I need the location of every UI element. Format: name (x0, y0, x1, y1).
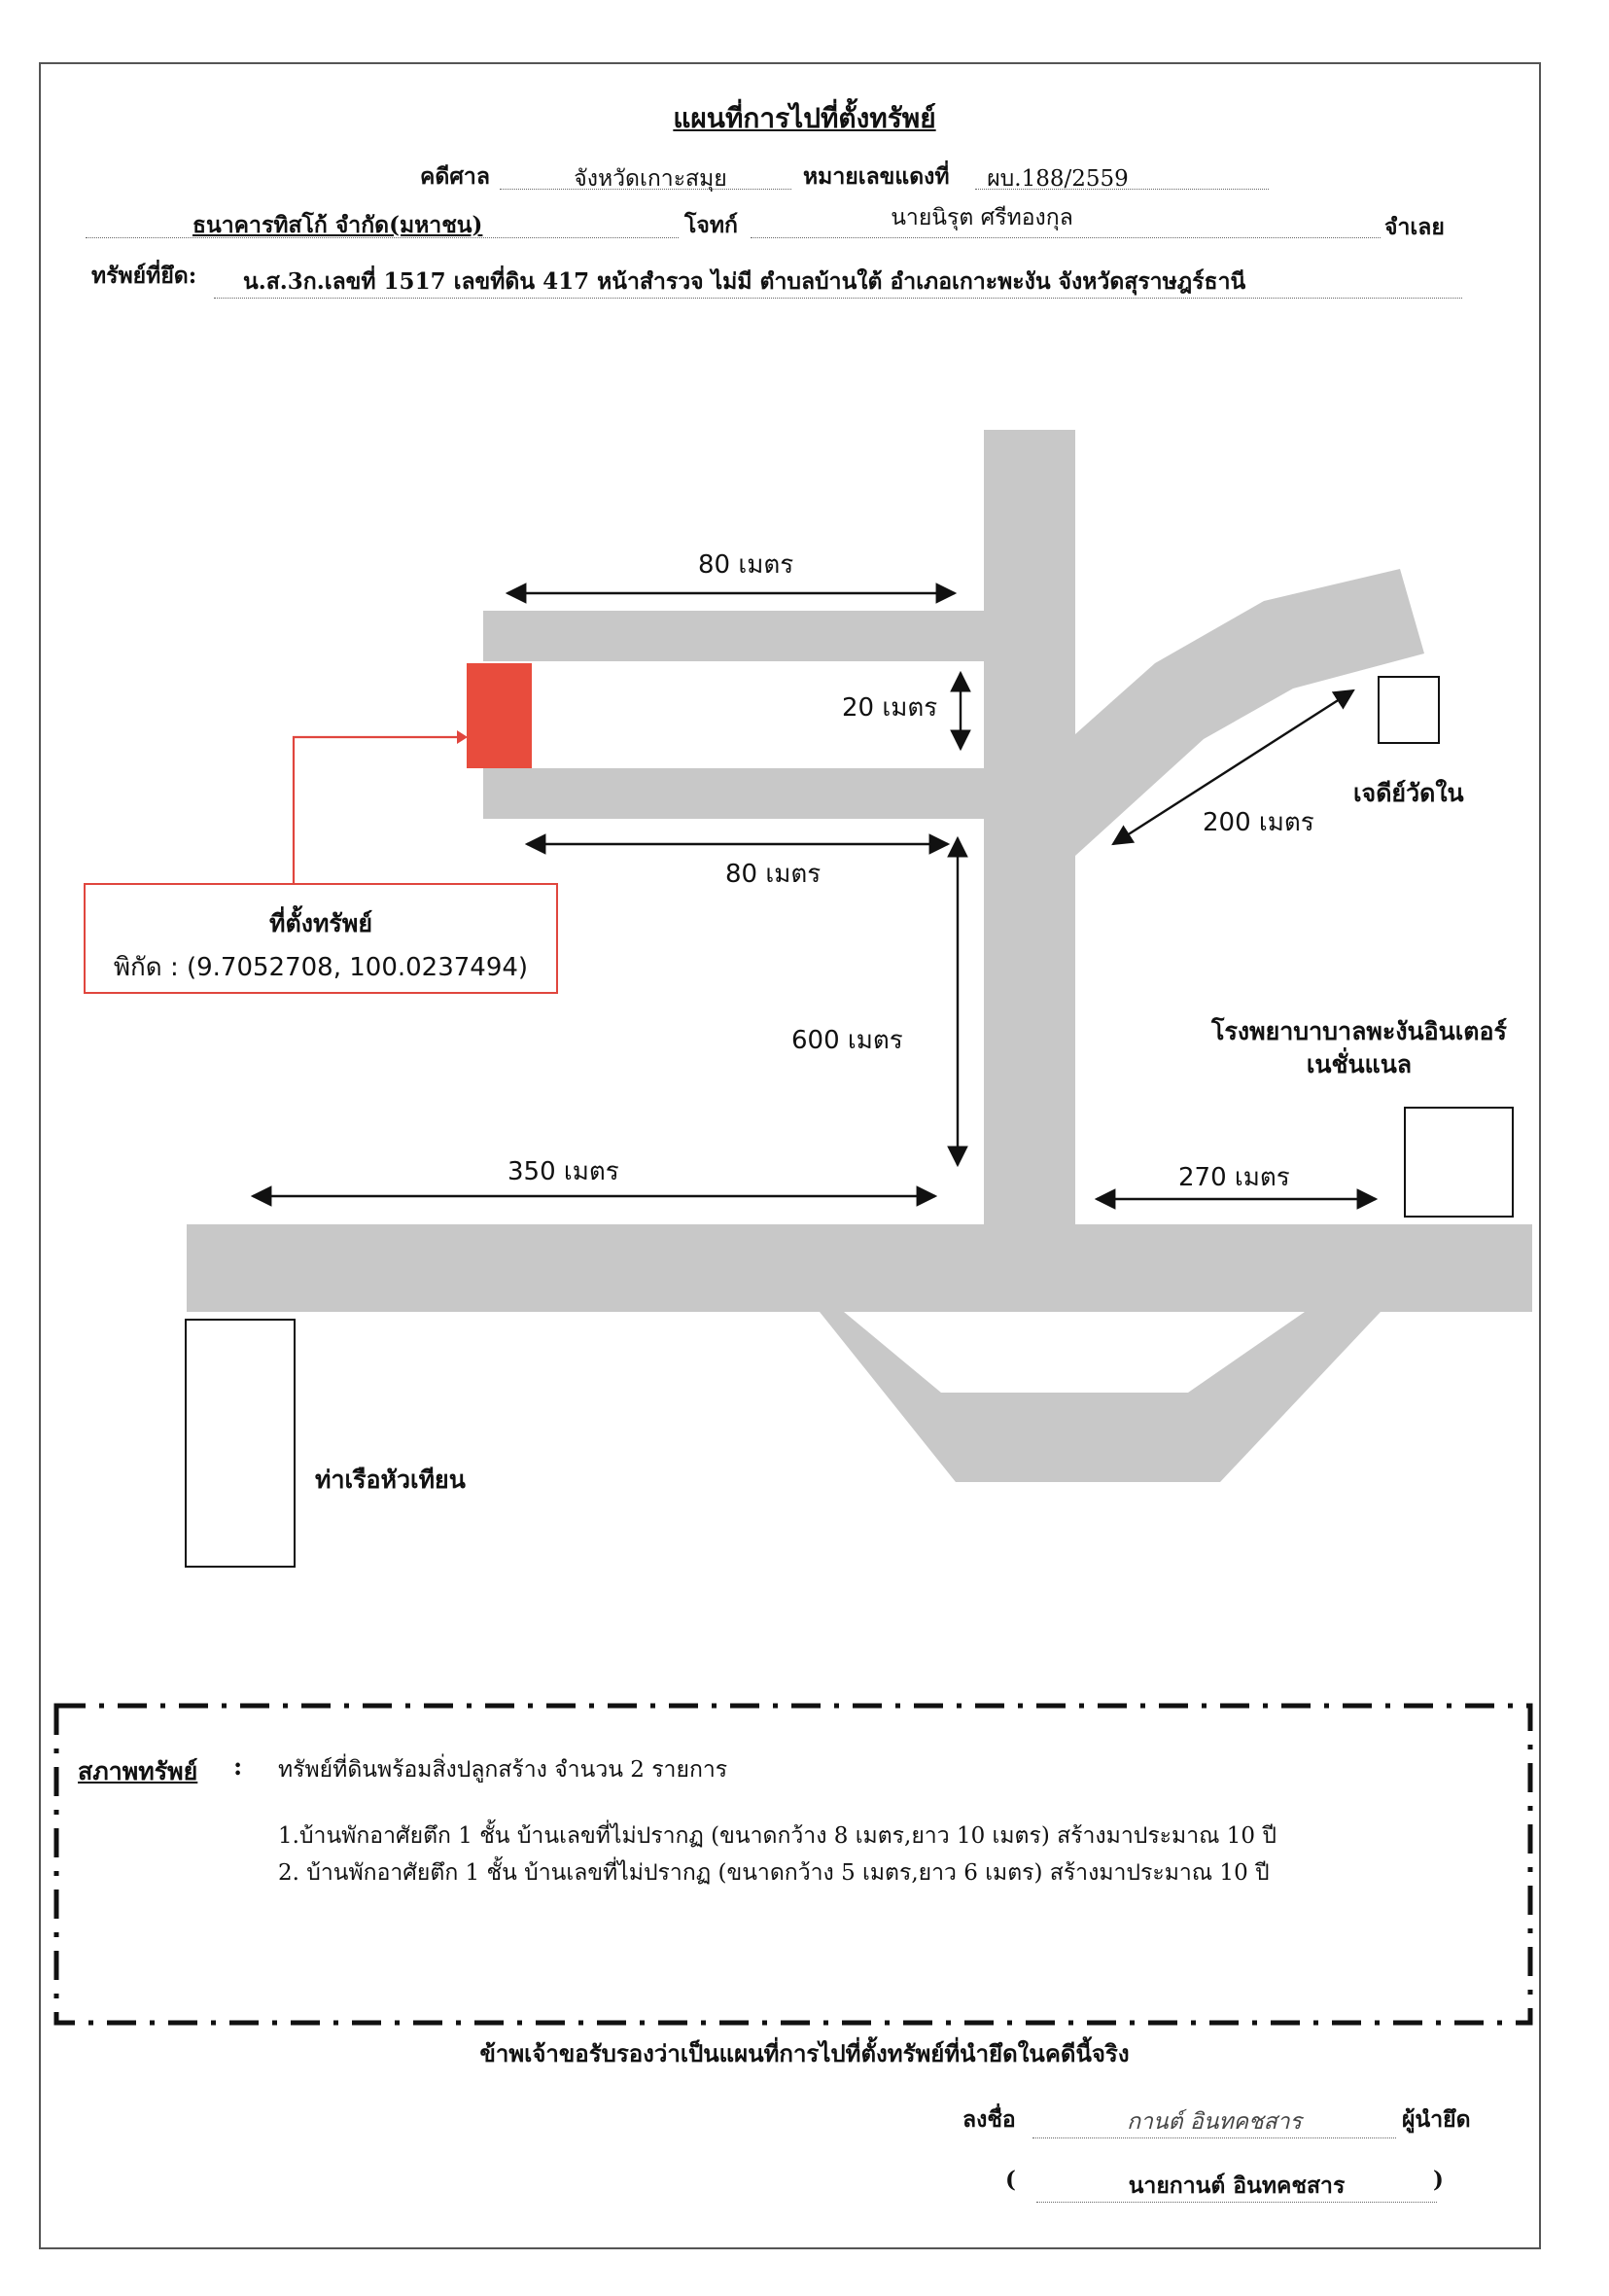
distance-top-road: 80 เมตร (698, 550, 794, 580)
vertical-road (984, 430, 1075, 1227)
property-coordinates: พิกัด : (9.7052708, 100.0237494) (113, 953, 529, 982)
hospital-label: โรงพยาบาบาลพะงันอินเตอร์ เนชั่นแนล (1194, 1015, 1524, 1081)
pier-box (185, 1319, 296, 1568)
plaintiff-value: ธนาคารทิสโก้ จำกัด(มหาชน) (192, 212, 483, 238)
defendant-label: จำเลย (1384, 214, 1445, 240)
plaintiff-line (86, 237, 679, 238)
condition-item-2: 2. บ้านพักอาศัยตึก 1 ชั้น บ้านเลขที่ไม่ป… (278, 1860, 1270, 1886)
pier-label: ท่าเรือหัวเทียน (315, 1466, 466, 1494)
sign-label: ลงชื่อ (962, 2106, 1016, 2133)
court-value: จังหวัดเกาะสมุย (574, 166, 727, 192)
document-frame (39, 62, 1541, 2249)
close-paren: ) (1433, 2167, 1444, 2193)
lower-side-road (483, 768, 989, 819)
main-road (187, 1224, 1532, 1312)
plaintiff-label: โจทก์ (684, 212, 738, 238)
distance-arrows (250, 583, 1379, 1210)
hospital-label-line2: เนชั่นแนล (1306, 1050, 1413, 1078)
seized-property-label: ทรัพย์ที่ยึด: (91, 263, 197, 289)
hospital-label-line1: โรงพยาบาบาลพะงันอินเตอร์ (1211, 1017, 1507, 1045)
arrow-diagonal (1111, 689, 1355, 846)
loop-road (820, 1312, 1381, 1482)
defendant-value: นายนิรุต ศรีทองกุล (891, 205, 1073, 230)
court-line (500, 189, 791, 190)
red-number-value: ผบ.188/2559 (987, 166, 1129, 192)
signature-line (1032, 2137, 1396, 2138)
condition-label: สภาพทรัพย์ (78, 1757, 198, 1785)
distance-road-gap: 20 เมตร (842, 693, 938, 723)
condition-item-1: 1.บ้านพักอาศัยตึก 1 ชั้น บ้านเลขที่ไม่ปร… (278, 1823, 1277, 1849)
seized-property-line (214, 298, 1462, 299)
condition-colon: : (233, 1752, 243, 1781)
seized-property-value: น.ส.3ก.เลขที่ 1517 เลขที่ดิน 417 หน้าสำร… (243, 268, 1246, 295)
distance-diagonal: 200 เมตร (1203, 808, 1314, 837)
property-location-title: ที่ตั้งทรัพย์ (269, 909, 372, 937)
defendant-line (751, 237, 1381, 238)
marker-leader-arrowhead (457, 730, 468, 744)
temple-box (1378, 676, 1440, 744)
red-number-label: หมายเลขแดงที่ (803, 163, 950, 190)
upper-side-road (483, 611, 989, 661)
landmark-boxes (185, 676, 1514, 1568)
condition-summary: ทรัพย์ที่ดินพร้อมสิ่งปลูกสร้าง จำนวน 2 ร… (278, 1757, 728, 1783)
distance-vertical: 600 เมตร (791, 1026, 903, 1055)
page-title: แผนที่การไปที่ตั้งทรัพย์ (673, 102, 936, 134)
red-number-line (975, 189, 1269, 190)
property-location-box: ที่ตั้งทรัพย์ พิกัด : (9.7052708, 100.02… (84, 883, 558, 994)
marker-leader-line (292, 735, 457, 883)
property-marker (467, 663, 532, 768)
distance-right-main: 270 เมตร (1178, 1163, 1290, 1192)
name-line (1036, 2202, 1437, 2203)
distance-lower-road: 80 เมตร (725, 860, 822, 889)
case-label: คดีศาล (420, 163, 490, 190)
hospital-box (1404, 1107, 1514, 1218)
printed-name: นายกานต์ อินทคชสาร (1128, 2172, 1346, 2199)
certification-statement: ข้าพเจ้าขอรับรองว่าเป็นแผนที่การไปที่ตั้… (479, 2039, 1130, 2067)
distance-left-main: 350 เมตร (507, 1157, 619, 1186)
signature: กานต์ อินทคชสาร (1127, 2109, 1302, 2135)
open-paren: ( (1005, 2167, 1016, 2193)
role-label: ผู้นำยึด (1402, 2106, 1471, 2133)
temple-label: เจดีย์วัดใน (1353, 779, 1464, 807)
